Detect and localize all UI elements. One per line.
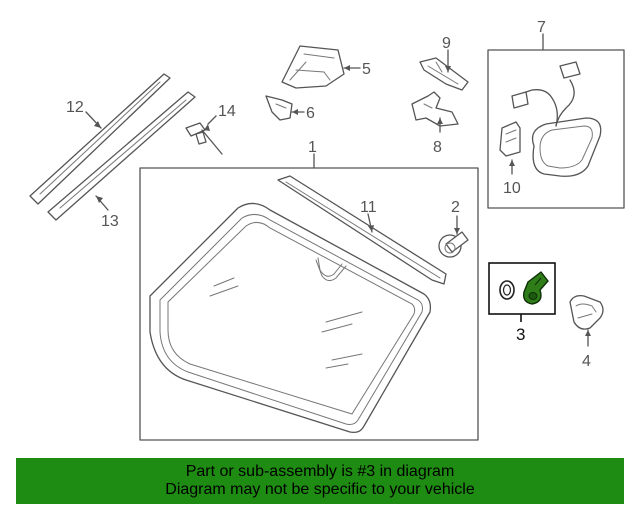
part-7-rear-view-mirror[interactable] [511,61,602,177]
part-14-clip[interactable] [185,122,223,155]
callout-5[interactable]: 5 [362,61,371,78]
callout-11[interactable]: 11 [360,199,377,216]
part-3-group-box [488,262,556,315]
leader-arrowheads [94,65,591,336]
part-2-sensor[interactable] [438,231,469,258]
part-8-mount[interactable] [411,91,459,127]
part-1-windshield[interactable] [149,202,432,434]
callout-13[interactable]: 13 [101,213,119,230]
callout-1[interactable]: 1 [308,139,317,156]
part-6-cover[interactable] [265,95,293,121]
callout-3[interactable]: 3 [516,325,525,344]
part-1-group-box [139,167,479,441]
part-4-cover[interactable] [569,294,604,330]
callout-2[interactable]: 2 [451,199,460,216]
part-12-pillar-molding[interactable] [29,73,171,205]
part-11-windshield-molding[interactable] [277,175,447,285]
callout-4[interactable]: 4 [582,353,591,370]
banner-line-2: Diagram may not be specific to your vehi… [165,481,475,498]
callout-8[interactable]: 8 [433,139,442,156]
part-9-bracket[interactable] [419,57,469,91]
callout-9[interactable]: 9 [442,35,451,52]
callout-12[interactable]: 12 [66,99,84,116]
banner-line-1: Part or sub-assembly is #3 in diagram [185,463,455,480]
part-3-sub-assembly[interactable] [499,271,549,305]
callout-7[interactable]: 7 [537,19,546,36]
exploded-parts-diagram: 12 13 14 5 6 9 8 7 [29,19,625,441]
part-7-group-box [487,49,625,209]
leader-14 [207,115,217,125]
info-banner: Part or sub-assembly is #3 in diagram Di… [16,458,624,504]
part-10-connector[interactable] [499,121,521,157]
callout-6[interactable]: 6 [306,105,315,122]
part-5-cover[interactable] [281,45,345,89]
part-13-pillar-molding[interactable] [47,91,196,221]
callout-10[interactable]: 10 [503,180,521,197]
callout-14[interactable]: 14 [218,103,236,120]
